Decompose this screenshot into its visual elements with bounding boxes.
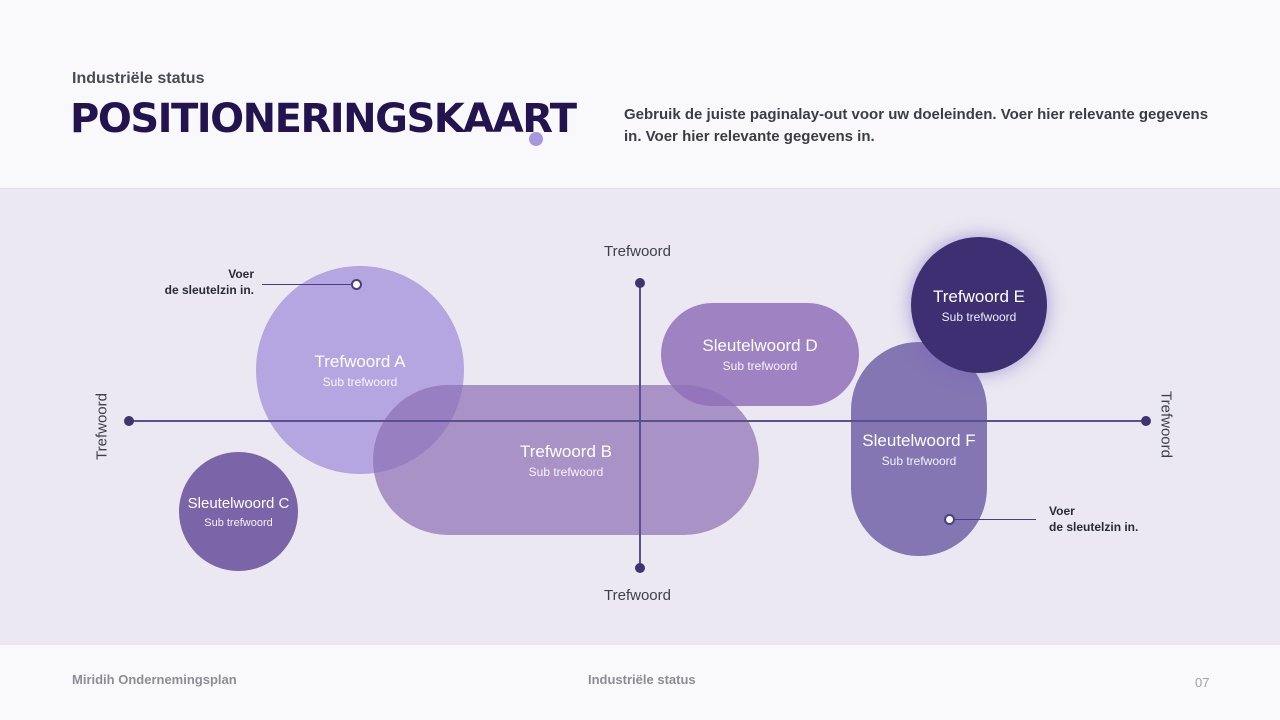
callout-left-text: Voer de sleutelzin in. [150,266,254,298]
axis-label-right: Trefwoord [1157,391,1175,458]
item-c-title: Sleutelwoord C [187,495,290,512]
item-e-title: Trefwoord E [933,286,1025,306]
section-subtitle: Industriële status [72,70,205,87]
callout-right-connector [952,519,1036,520]
callout-right-line2: de sleutelzin in. [1049,520,1139,534]
callout-left-marker [351,279,362,290]
axis-right-endpoint [1141,416,1151,426]
axis-label-bottom: Trefwoord [604,587,671,604]
footer-section: Industriële status [588,672,696,687]
horizontal-axis [128,420,1146,422]
axis-top-endpoint [635,278,645,288]
callout-left-line1: Voer [228,267,254,281]
axis-label-left: Trefwoord [93,393,111,460]
item-f-title: Sleutelwoord F [862,430,976,450]
axis-bottom-endpoint [635,563,645,573]
footer-company: Miridih Ondernemingsplan [72,672,237,687]
callout-right-marker [944,514,955,525]
item-b-pill: Trefwoord B Sub trefwoord [373,385,759,535]
callout-left-connector [262,284,354,285]
item-e-subtitle: Sub trefwoord [941,309,1017,324]
title-accent-dot [529,132,543,146]
callout-right-text: Voer de sleutelzin in. [1049,503,1138,535]
footer [0,645,1280,720]
item-a-subtitle: Sub trefwoord [322,374,398,389]
page-description: Gebruik de juiste paginalay-out voor uw … [624,106,1209,145]
axis-label-top: Trefwoord [604,243,671,260]
page-number: 07 [1195,675,1210,690]
item-d-pill: Sleutelwoord D Sub trefwoord [661,303,859,406]
item-c-subtitle: Sub trefwoord [204,517,273,529]
item-b-title: Trefwoord B [520,441,612,461]
item-d-subtitle: Sub trefwoord [722,359,798,373]
item-d-title: Sleutelwoord D [702,336,818,355]
item-b-subtitle: Sub trefwoord [528,464,604,479]
item-e-circle: Trefwoord E Sub trefwoord [911,237,1047,373]
page-title: POSITIONERINGSKAART [70,96,577,142]
callout-right-line1: Voer [1049,504,1075,518]
item-f-subtitle: Sub trefwoord [881,453,957,468]
item-c-circle: Sleutelwoord C Sub trefwoord [179,452,298,571]
item-f-pill: Sleutelwoord F Sub trefwoord [851,342,987,556]
callout-left-line2: de sleutelzin in. [164,283,254,297]
vertical-axis [639,283,641,569]
item-a-title: Trefwoord A [314,351,406,371]
header [0,0,1280,188]
axis-left-endpoint [124,416,134,426]
